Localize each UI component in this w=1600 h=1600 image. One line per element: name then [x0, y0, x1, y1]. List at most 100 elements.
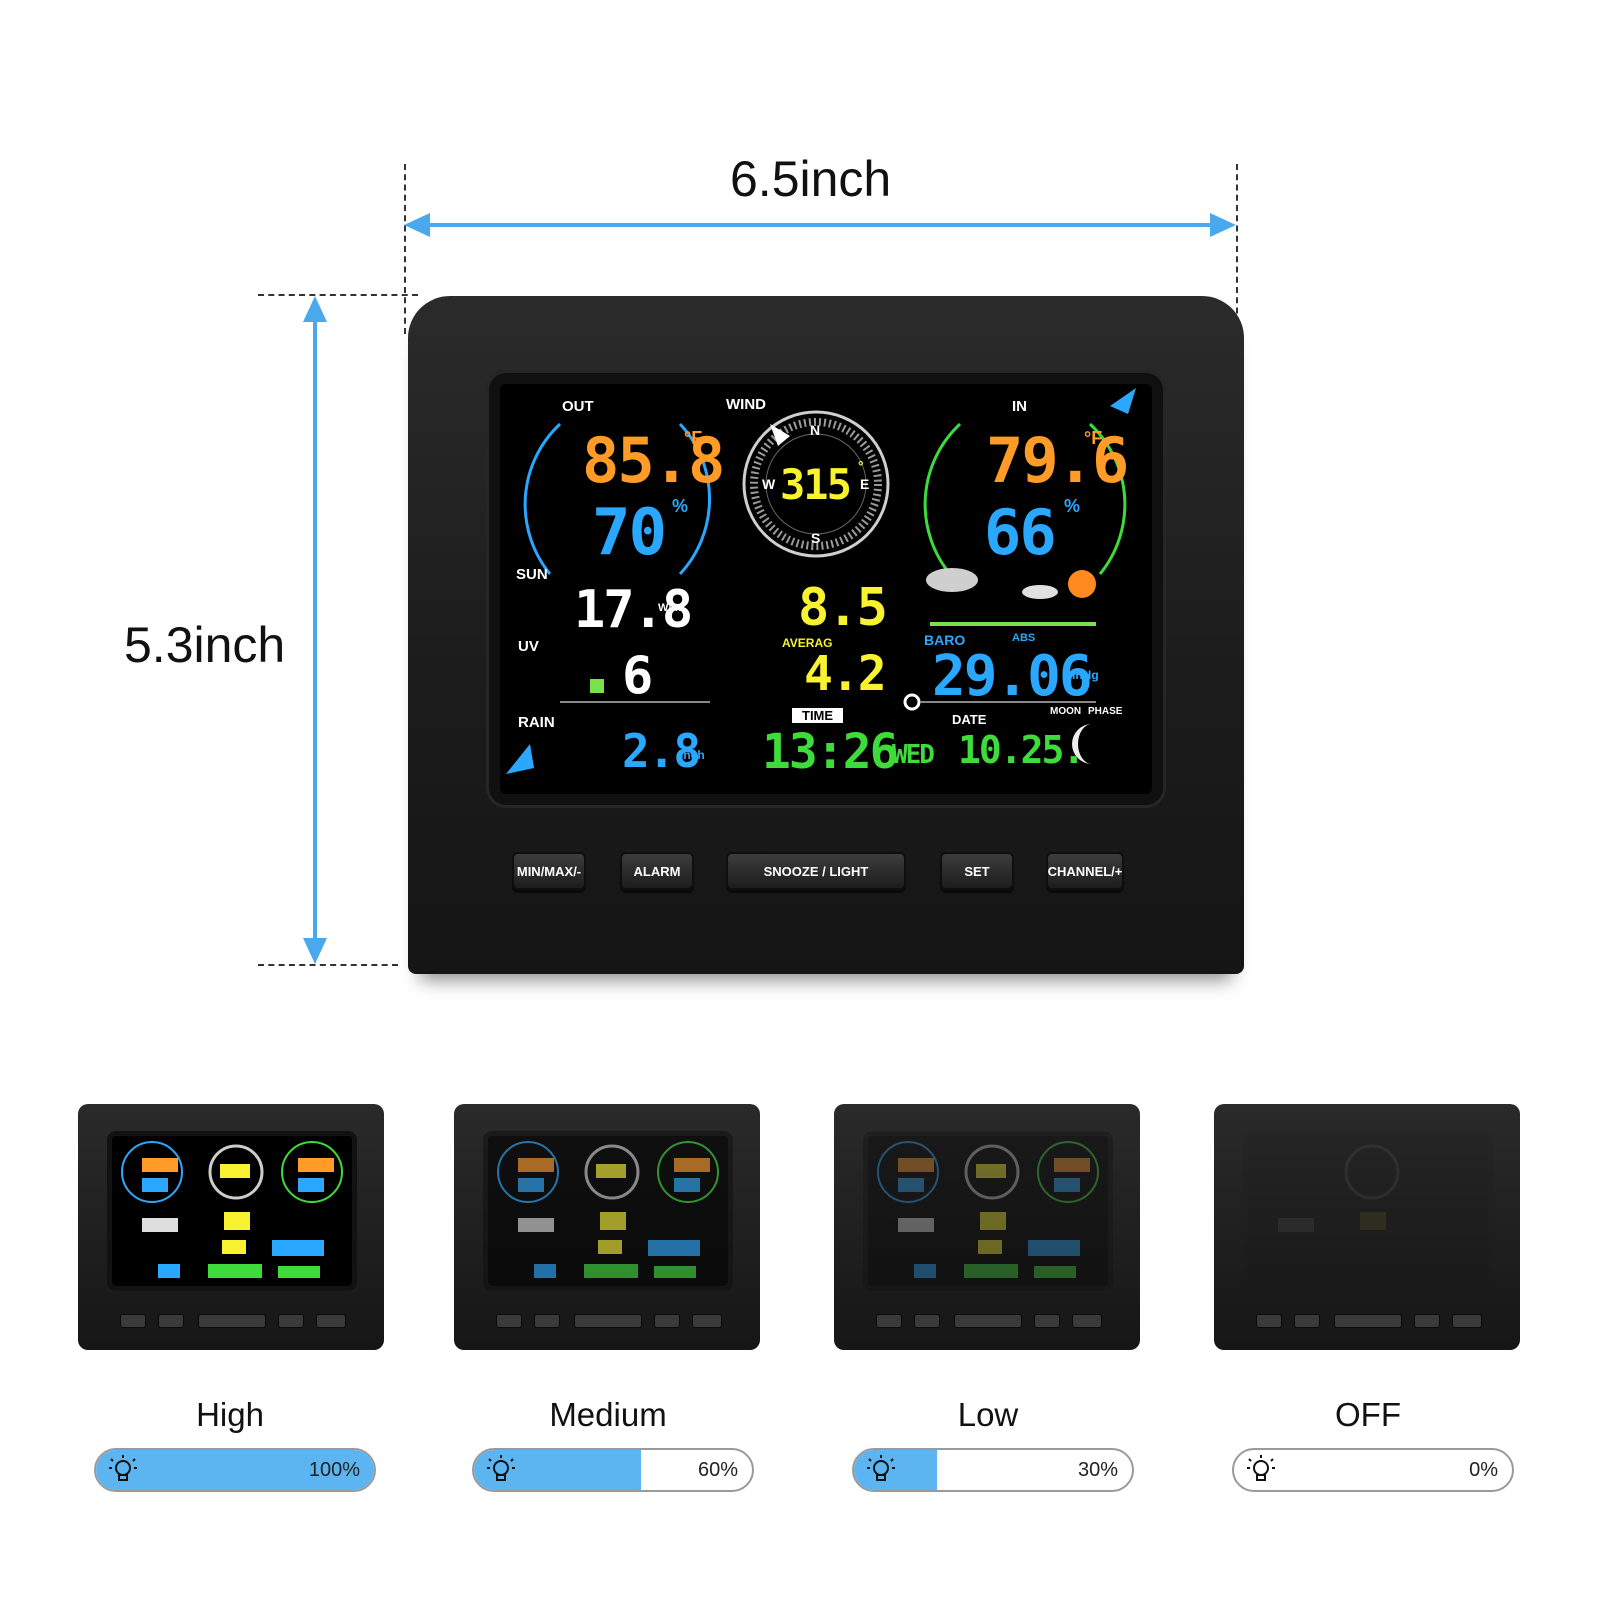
mini-device-medium: [454, 1104, 760, 1350]
brightness-label-off: OFF: [1335, 1396, 1401, 1433]
mini-button: [496, 1314, 522, 1328]
baro-value: 29.06: [932, 644, 1093, 709]
wind-direction-unit: °: [858, 458, 864, 474]
baro-mode: ABS: [1012, 632, 1036, 644]
screen-graphics: [506, 388, 1136, 774]
mini-button: [1334, 1314, 1402, 1328]
height-guide-bottom: [258, 964, 398, 966]
mini-screen-low: [868, 1136, 1108, 1286]
sun-label: SUN: [516, 566, 548, 583]
brightness-percent: 60%: [697, 1459, 738, 1481]
wind-average: 4.2: [804, 646, 887, 702]
channel-button[interactable]: CHANNEL/+: [1046, 852, 1124, 890]
height-guide-top: [258, 294, 418, 296]
wind-direction: 315: [780, 460, 852, 509]
mini-button: [1414, 1314, 1440, 1328]
mini-button: [876, 1314, 902, 1328]
wind-speed: 8.5: [798, 578, 888, 638]
brightness-fill: [96, 1450, 374, 1490]
in-humidity: 66: [984, 496, 1057, 569]
set-button[interactable]: SET: [940, 852, 1014, 890]
brightness-percent: 100%: [308, 1459, 360, 1481]
baro-label: BARO: [924, 632, 966, 648]
out-humidity: 70: [592, 496, 667, 570]
rain-unit: inch: [680, 748, 705, 762]
wind-average-label: AVERAG: [782, 636, 833, 650]
uv-value: 6: [622, 646, 653, 706]
in-humidity-unit: %: [1064, 496, 1081, 516]
brightness-bar-off: 0%: [1232, 1448, 1514, 1492]
date-value: 10.25.: [958, 728, 1085, 772]
width-guide-right: [1236, 164, 1238, 334]
mini-device-high: [78, 1104, 384, 1350]
lightbulb-icon: [867, 1455, 895, 1481]
mini-button: [1452, 1314, 1482, 1328]
brightness-label-low: Low: [957, 1396, 1019, 1433]
in-temp-unit: °F: [1084, 428, 1103, 448]
mini-button: [1034, 1314, 1060, 1328]
brightness-label-medium: Medium: [549, 1396, 667, 1433]
brightness-fill: [854, 1450, 938, 1490]
compass-n: N: [810, 422, 821, 438]
mini-button: [954, 1314, 1022, 1328]
out-humidity-unit: %: [672, 496, 689, 516]
mini-button: [158, 1314, 184, 1328]
width-arrow: [404, 213, 1236, 237]
out-temperature: 85.8: [582, 424, 725, 497]
mini-screen-graphics: [497, 1141, 719, 1278]
weather-station-device: OUT 85.8 °F 70 % WIND N S W E 315 ° 8.5 …: [408, 296, 1244, 974]
out-label: OUT: [562, 398, 594, 415]
date-label: DATE: [952, 712, 987, 727]
mini-button: [534, 1314, 560, 1328]
in-label: IN: [1012, 398, 1027, 415]
compass-s: S: [811, 530, 821, 546]
in-temperature: 79.6: [986, 424, 1129, 497]
wind-label: WIND: [726, 396, 766, 413]
mini-button: [198, 1314, 266, 1328]
rain-label: RAIN: [518, 714, 555, 731]
snooze-light-button[interactable]: SNOOZE / LIGHT: [726, 852, 906, 890]
mini-screen-graphics: [1278, 1144, 1400, 1232]
min-max-button[interactable]: MIN/MAX/-: [512, 852, 586, 890]
mini-button: [692, 1314, 722, 1328]
mini-screen-graphics: [121, 1141, 343, 1278]
mini-screen-medium: [488, 1136, 728, 1286]
mini-screen-off: [1248, 1136, 1488, 1286]
mini-button: [574, 1314, 642, 1328]
mini-screen-high: [112, 1136, 352, 1286]
moon-label: MOON: [1050, 706, 1082, 717]
brightness-bar-medium: 60%: [472, 1448, 754, 1492]
brightness-percent: 30%: [1077, 1459, 1118, 1481]
mini-button: [1072, 1314, 1102, 1328]
time-value: 13:26: [762, 724, 898, 780]
lightbulb-icon: [1247, 1455, 1275, 1481]
height-arrow: [303, 296, 327, 964]
width-label: 6.5inch: [730, 151, 892, 207]
brightness-bar-high: 100%: [94, 1448, 376, 1492]
lightbulb-icon: [487, 1455, 515, 1481]
mini-button: [654, 1314, 680, 1328]
height-label: 5.3inch: [124, 617, 286, 673]
alarm-button[interactable]: ALARM: [620, 852, 694, 890]
compass-w: W: [762, 476, 776, 492]
brightness-label-high: High: [196, 1396, 264, 1433]
mini-button: [1294, 1314, 1320, 1328]
uv-label: UV: [518, 638, 539, 655]
time-label: TIME: [792, 708, 844, 723]
mini-button: [914, 1314, 940, 1328]
width-guide-left: [404, 164, 406, 334]
mini-device-low: [834, 1104, 1140, 1350]
mini-button: [120, 1314, 146, 1328]
brightness-percent: 0%: [1469, 1459, 1498, 1481]
mini-button: [278, 1314, 304, 1328]
rain-value: 2.8: [622, 724, 701, 778]
mini-device-off: [1214, 1104, 1520, 1350]
moon-phase-label: PHASE: [1088, 706, 1123, 717]
out-temp-unit: °F: [684, 428, 703, 448]
lcd-screen: OUT 85.8 °F 70 % WIND N S W E 315 ° 8.5 …: [500, 384, 1152, 794]
lightbulb-icon: [109, 1455, 137, 1481]
mini-screen-graphics: [877, 1141, 1099, 1278]
mini-button: [316, 1314, 346, 1328]
sun-value: 17.8: [574, 580, 693, 640]
compass-e: E: [860, 476, 870, 492]
